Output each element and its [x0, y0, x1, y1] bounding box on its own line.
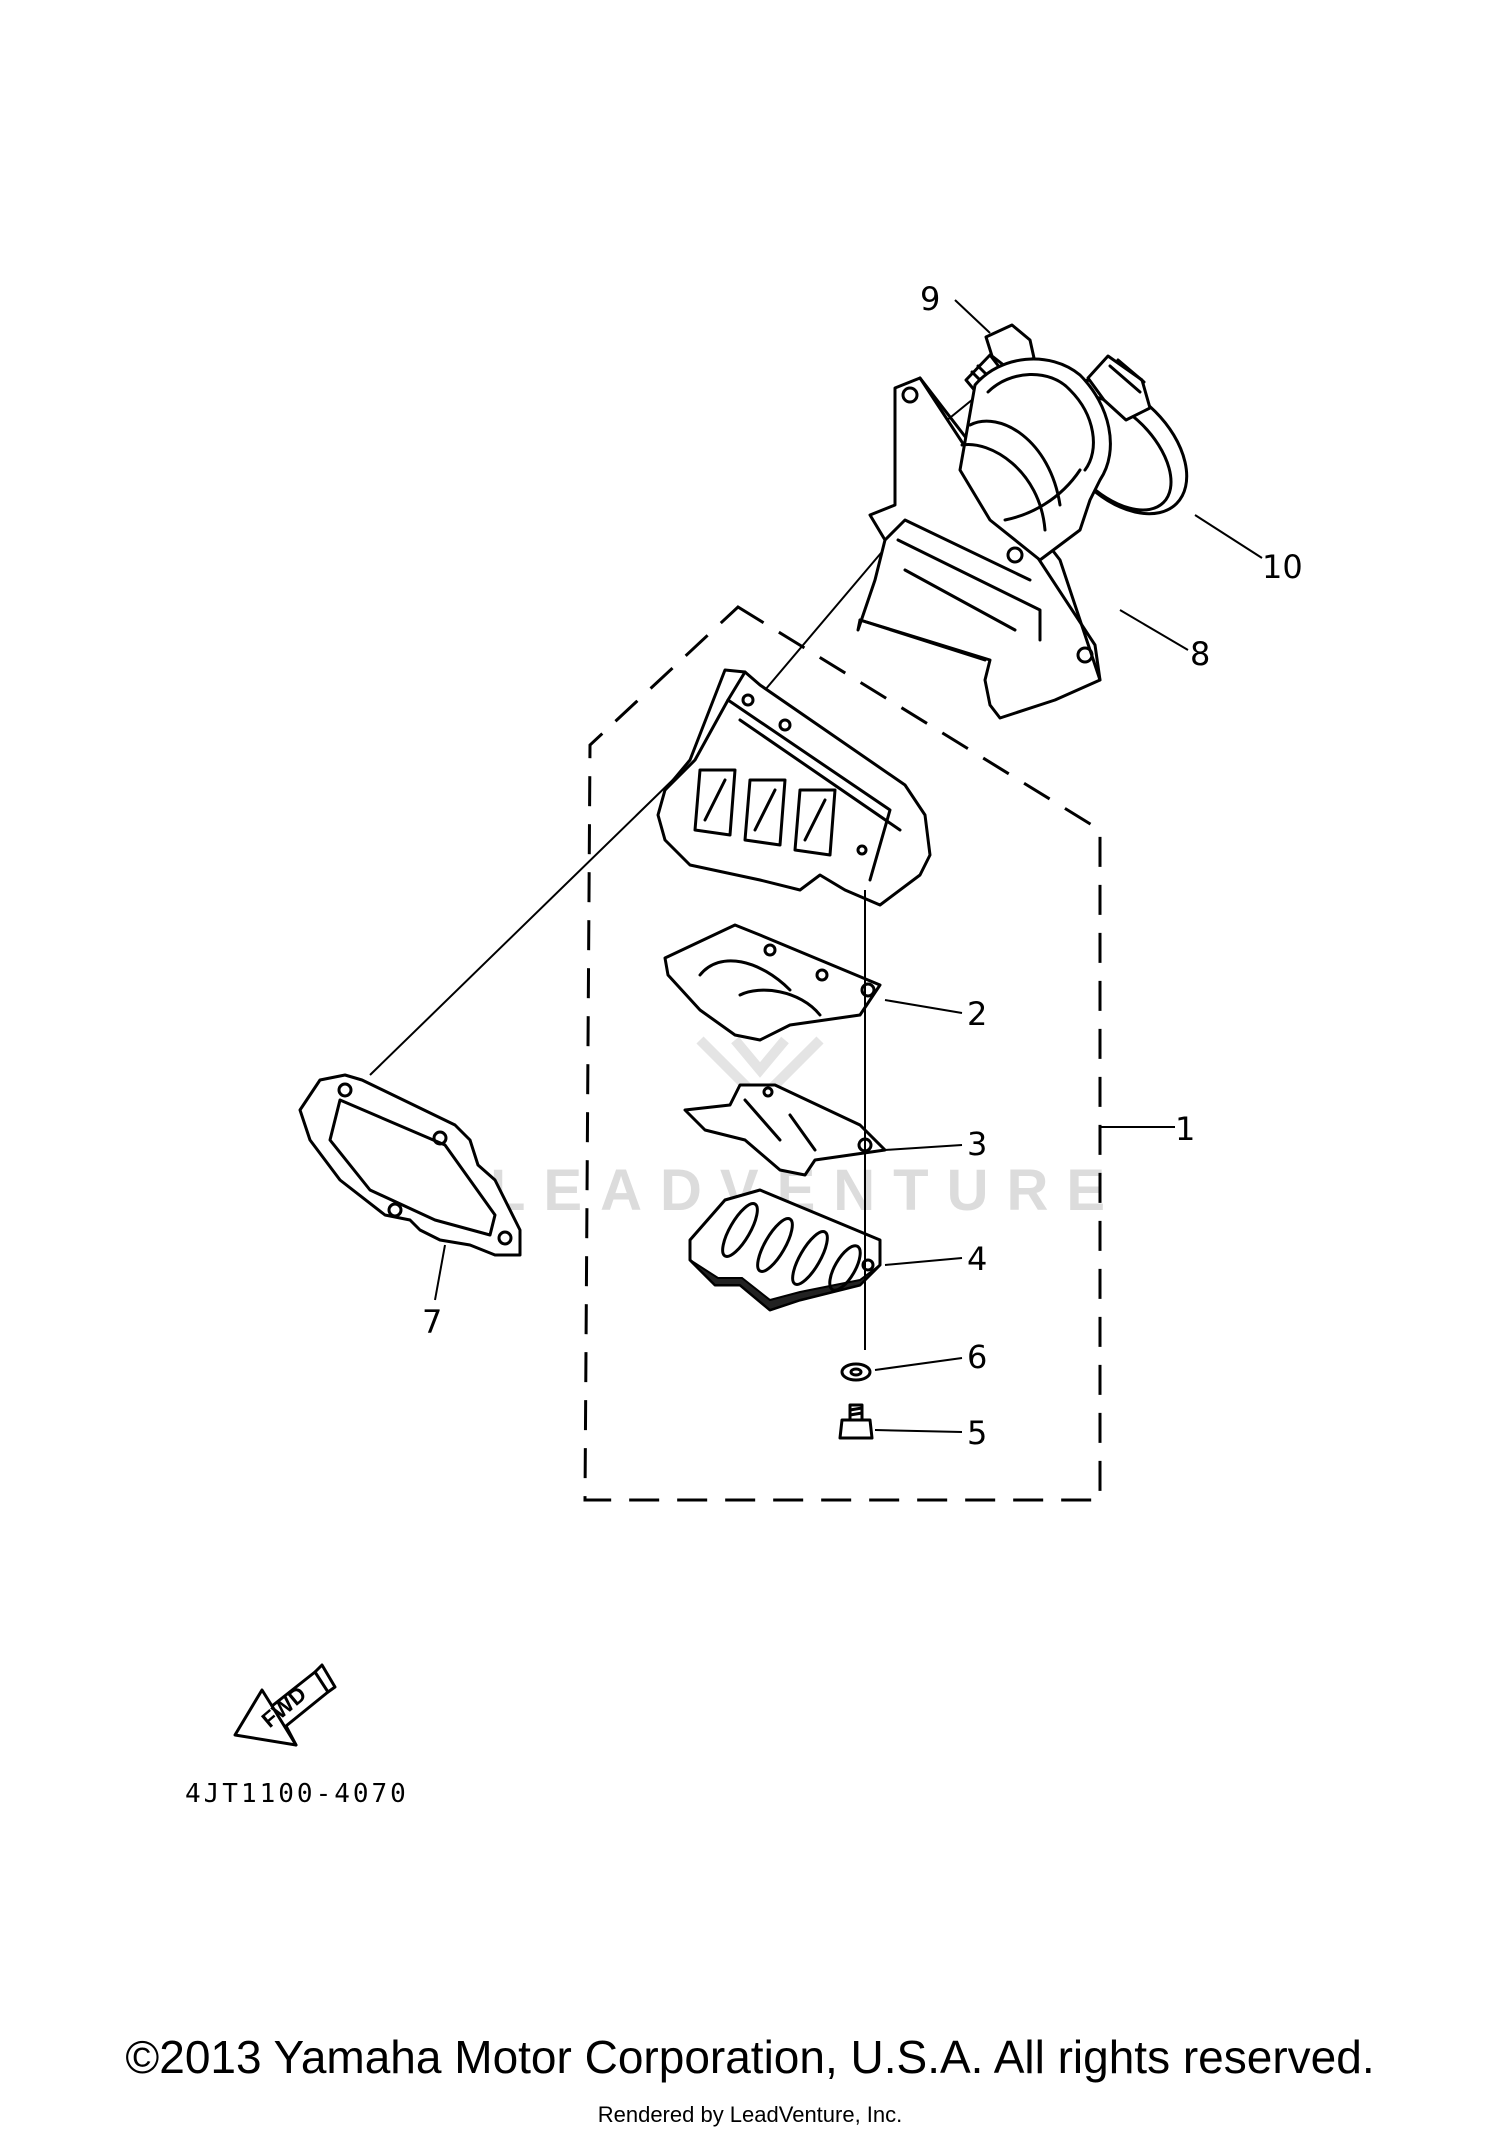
reed-petals-part-2 — [663, 923, 963, 1042]
leader-reed-block — [764, 539, 893, 691]
assembly-boundary — [583, 605, 1102, 1502]
fwd-arrow-icon: FWD — [233, 1663, 337, 1747]
reed-plate-part-4 — [688, 1188, 963, 1312]
callout-4: 4 — [967, 1240, 987, 1278]
bolt-part-9 — [954, 299, 1036, 394]
callout-7: 7 — [422, 1303, 442, 1341]
rendered-by-credit: Rendered by LeadVenture, Inc. — [597, 2102, 903, 2127]
callout-3: 3 — [967, 1125, 987, 1163]
callout-1: 1 — [1175, 1110, 1195, 1148]
diagram-code: 4JT1100-4070 — [185, 1779, 409, 1809]
gasket-part-7 — [298, 1073, 522, 1301]
callout-2: 2 — [967, 995, 987, 1033]
washer-part-6 — [840, 1357, 963, 1382]
callout-10: 10 — [1262, 548, 1303, 586]
screw-part-5 — [838, 1403, 963, 1440]
callout-8: 8 — [1190, 635, 1210, 673]
reed-stopper-part-3 — [683, 1083, 963, 1177]
copyright-notice: ©2013 Yamaha Motor Corporation, U.S.A. A… — [125, 2031, 1375, 2083]
callout-6: 6 — [967, 1338, 987, 1376]
reed-block — [656, 668, 932, 907]
callout-9: 9 — [920, 280, 940, 318]
callout-5: 5 — [967, 1414, 987, 1452]
manifold-part-8 — [856, 357, 1189, 720]
